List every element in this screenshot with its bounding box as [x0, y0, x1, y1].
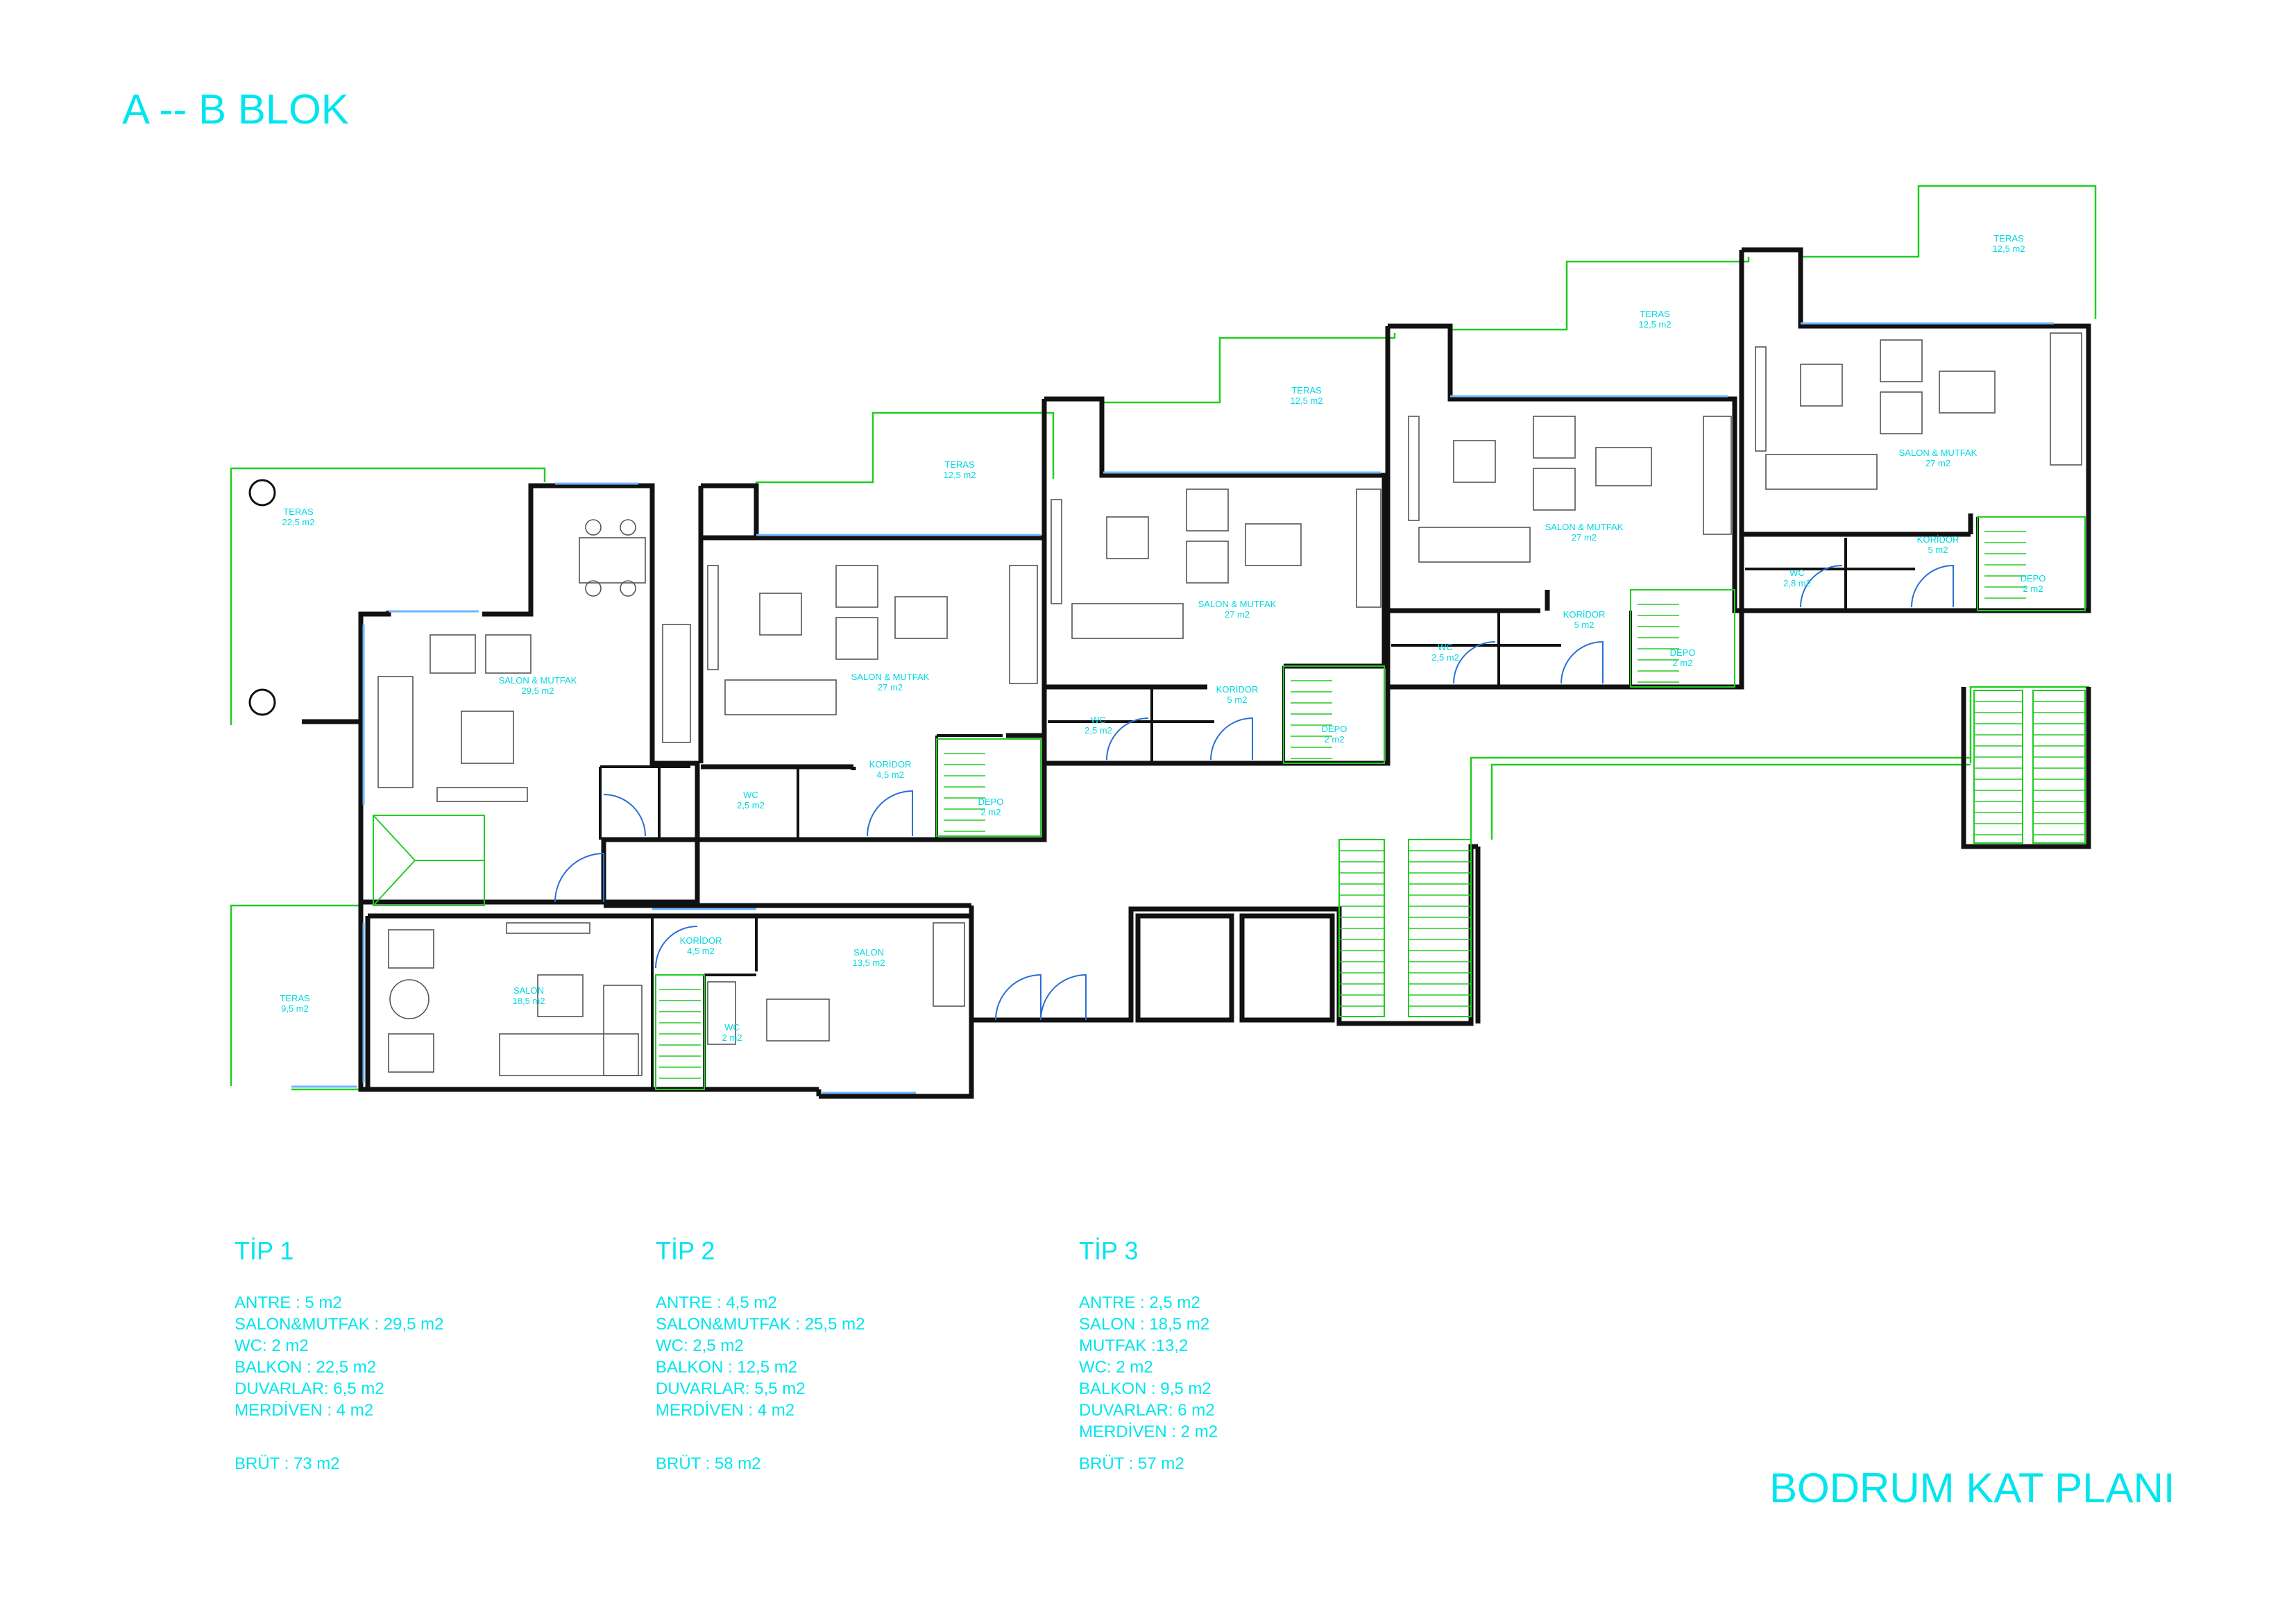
- type-heading: TİP 2: [656, 1237, 715, 1265]
- gross-area: BRÜT : 58 m2: [656, 1454, 761, 1473]
- furniture: [377, 332, 2082, 1076]
- spec-line: MUTFAK :13,2: [1079, 1336, 1188, 1355]
- block-title: A -- B BLOK: [122, 86, 349, 133]
- spec-line: ANTRE : 2,5 m2: [1079, 1293, 1200, 1312]
- type-schedule-1: TİP 1 ANTRE : 5 m2 SALON&MUTFAK : 29,5 m…: [235, 1237, 443, 1473]
- spec-line: BALKON : 22,5 m2: [235, 1358, 376, 1377]
- spec-line: ANTRE : 5 m2: [235, 1293, 342, 1312]
- spec-line: SALON&MUTFAK : 25,5 m2: [656, 1315, 865, 1334]
- spec-line: MERDİVEN : 4 m2: [656, 1401, 794, 1420]
- interior-partitions: [599, 517, 1979, 1089]
- terrace-outlines: [230, 185, 2097, 1091]
- type-heading: TİP 1: [235, 1237, 294, 1265]
- plan-title: BODRUM KAT PLANI: [1769, 1465, 2175, 1511]
- spec-line: DUVARLAR: 6,5 m2: [235, 1379, 384, 1398]
- spec-line: MERDİVEN : 2 m2: [1079, 1422, 1218, 1441]
- spec-line: MERDİVEN : 4 m2: [235, 1401, 373, 1420]
- stair-treads: [659, 531, 2085, 1079]
- exterior-walls: [302, 247, 2091, 1099]
- door-swings: [554, 564, 1954, 1021]
- spec-line: BALKON : 9,5 m2: [1079, 1379, 1211, 1398]
- column-circle: [248, 688, 276, 716]
- windows: [291, 322, 2054, 1094]
- spec-line: WC: 2 m2: [1079, 1358, 1153, 1377]
- spec-line: DUVARLAR: 5,5 m2: [656, 1379, 806, 1398]
- type-heading: TİP 3: [1079, 1237, 1138, 1265]
- gross-area: BRÜT : 57 m2: [1079, 1454, 1184, 1473]
- column-circle: [248, 479, 276, 507]
- type-schedule-3: TİP 3 ANTRE : 2,5 m2 SALON : 18,5 m2 MUT…: [1079, 1237, 1218, 1473]
- spec-line: SALON : 18,5 m2: [1079, 1315, 1209, 1334]
- spec-line: BALKON : 12,5 m2: [656, 1358, 797, 1377]
- spec-line: SALON&MUTFAK : 29,5 m2: [235, 1315, 443, 1334]
- spec-line: DUVARLAR: 6 m2: [1079, 1401, 1215, 1420]
- type-schedule-2: TİP 2 ANTRE : 4,5 m2 SALON&MUTFAK : 25,5…: [656, 1237, 865, 1473]
- spec-line: WC: 2 m2: [235, 1336, 309, 1355]
- spec-line: ANTRE : 4,5 m2: [656, 1293, 777, 1312]
- gross-area: BRÜT : 73 m2: [235, 1454, 340, 1473]
- spec-line: WC: 2,5 m2: [656, 1336, 744, 1355]
